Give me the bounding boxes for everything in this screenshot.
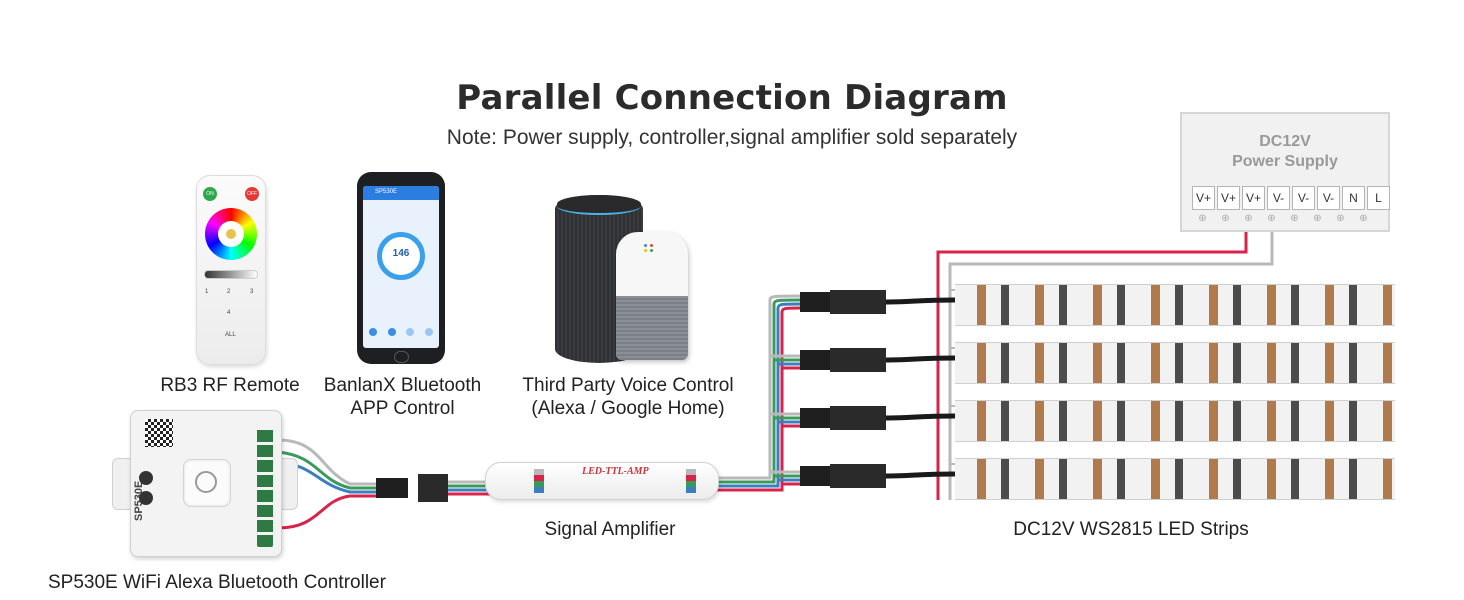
remote-key: 4 bbox=[227, 310, 231, 316]
app-controls bbox=[369, 328, 433, 336]
controller-image: SP530E bbox=[130, 410, 282, 557]
on-button-icon: ON bbox=[203, 187, 217, 201]
led-strips-label: DC12V WS2815 LED Strips bbox=[1013, 519, 1249, 540]
led-strip bbox=[955, 458, 1395, 500]
remote-label: RB3 RF Remote bbox=[160, 375, 300, 396]
terminal: V+ bbox=[1192, 186, 1215, 210]
controller-green-wire bbox=[277, 450, 380, 490]
app-name: SP530E bbox=[375, 189, 398, 195]
remote-key: 1 bbox=[205, 289, 209, 295]
screw-icon: ⊕ bbox=[1313, 213, 1322, 224]
remote-key: ALL bbox=[225, 332, 236, 338]
screw-icon: ⊕ bbox=[1336, 213, 1345, 224]
controller-connector bbox=[376, 478, 408, 498]
power-button-icon bbox=[183, 459, 231, 507]
color-wheel-icon bbox=[205, 208, 257, 260]
power-supply: DC12V Power Supply V+ V+ V+ V- V- V- N L… bbox=[1180, 112, 1390, 232]
output-terminal-icon bbox=[257, 427, 273, 547]
app-screen: SP530E 146 bbox=[363, 186, 439, 348]
echo-light-ring-icon bbox=[557, 195, 641, 215]
input-port-icon bbox=[139, 491, 153, 505]
input-port-icon bbox=[139, 471, 153, 485]
phone-image: SP530E 146 bbox=[357, 172, 445, 364]
strip-connectors bbox=[800, 290, 956, 488]
qr-code-icon bbox=[145, 419, 173, 447]
terminal: N bbox=[1342, 186, 1365, 210]
amplifier-output-wires bbox=[716, 294, 801, 492]
led-strip bbox=[955, 284, 1395, 326]
remote-key: 2 bbox=[227, 289, 231, 295]
amp-input-indicator-icon bbox=[534, 469, 544, 493]
screw-icon: ⊕ bbox=[1198, 213, 1207, 224]
psu-negative-wire bbox=[948, 228, 1274, 500]
voice-control-label: Third Party Voice Control (Alexa / Googl… bbox=[522, 375, 734, 419]
speed-dial-icon bbox=[377, 232, 425, 280]
screw-icon: ⊕ bbox=[1267, 213, 1276, 224]
diagram-note: Note: Power supply, controller,signal am… bbox=[446, 126, 1018, 149]
off-button-icon: OFF bbox=[245, 187, 259, 201]
led-strip bbox=[955, 400, 1395, 442]
home-button-icon bbox=[394, 351, 409, 363]
screw-icon: ⊕ bbox=[1221, 213, 1230, 224]
speed-value: 146 bbox=[392, 248, 410, 259]
speaker-fabric bbox=[616, 296, 688, 360]
terminal: L bbox=[1367, 186, 1390, 210]
terminal-block: V+ V+ V+ V- V- V- N L bbox=[1192, 186, 1392, 210]
app-label: BanlanX Bluetooth APP Control bbox=[323, 375, 482, 419]
amplifier-label: Signal Amplifier bbox=[544, 519, 676, 540]
terminal: V+ bbox=[1242, 186, 1265, 210]
screw-icon: ⊕ bbox=[1290, 213, 1299, 224]
diagram-title: Parallel Connection Diagram bbox=[456, 78, 1008, 118]
screw-icon: ⊕ bbox=[1359, 213, 1368, 224]
google-home-image bbox=[616, 232, 688, 360]
led-strip bbox=[955, 342, 1395, 384]
controller-gray-wire bbox=[277, 438, 380, 486]
signal-amplifier-image: LED-TTL-AMP bbox=[485, 462, 719, 500]
power-supply-label: DC12V Power Supply bbox=[1232, 133, 1338, 170]
terminal: V- bbox=[1317, 186, 1340, 210]
terminal: V+ bbox=[1217, 186, 1240, 210]
terminal-screws: ⊕ ⊕ ⊕ ⊕ ⊕ ⊕ ⊕ ⊕ bbox=[1192, 213, 1376, 224]
controller-red-wire bbox=[277, 494, 380, 530]
psu-positive-wire bbox=[936, 228, 1248, 500]
terminal: V- bbox=[1292, 186, 1315, 210]
controller-label: SP530E WiFi Alexa Bluetooth Controller bbox=[48, 572, 386, 593]
remote-key: 3 bbox=[250, 289, 254, 295]
led-dots-icon bbox=[644, 244, 660, 252]
screw-icon: ⊕ bbox=[1244, 213, 1253, 224]
rf-remote-image: ON OFF 1 2 3 4 ALL bbox=[196, 175, 266, 365]
app-header bbox=[363, 186, 439, 200]
amplifier-model: LED-TTL-AMP bbox=[582, 466, 649, 477]
terminal: V- bbox=[1267, 186, 1290, 210]
amp-output-indicator-icon bbox=[686, 469, 696, 493]
brightness-bar-icon bbox=[204, 270, 258, 279]
